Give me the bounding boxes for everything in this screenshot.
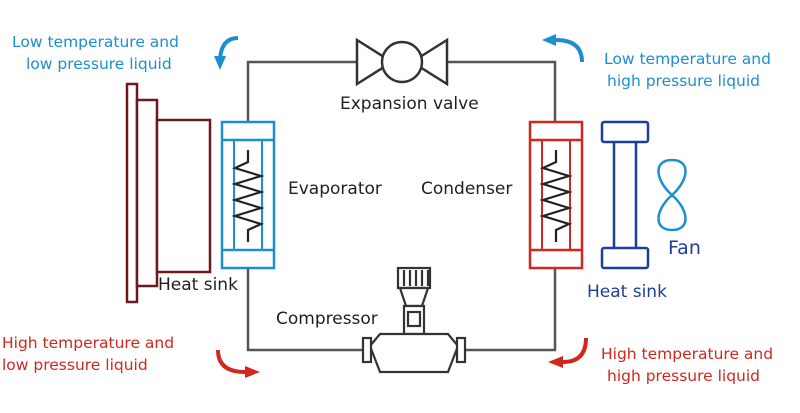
evaporator-icon xyxy=(220,120,276,270)
flow-arrow-bottom-left xyxy=(216,349,260,378)
label-heat-sink-left: Heat sink xyxy=(158,275,238,295)
label-condenser: Condenser xyxy=(421,179,513,199)
label-bottom-left-line1: High temperature and xyxy=(2,334,175,352)
heat-sink-right-icon xyxy=(600,120,650,270)
heat-sink-left-icon xyxy=(125,82,212,304)
label-compressor: Compressor xyxy=(276,309,378,329)
expansion-valve-icon xyxy=(355,37,449,87)
label-bottom-right-line2: high pressure liquid xyxy=(607,367,761,385)
label-top-left-line1: Low temperature and xyxy=(12,33,179,51)
flow-arrow-bottom-right xyxy=(548,337,588,368)
flow-arrow-top-right xyxy=(542,34,584,63)
label-expansion-valve: Expansion valve xyxy=(340,94,479,114)
compressor-icon xyxy=(361,266,467,374)
flow-arrow-top-left xyxy=(214,36,239,70)
label-fan: Fan xyxy=(668,237,701,259)
fan-icon xyxy=(657,158,687,232)
label-top-right-line2: high pressure liquid xyxy=(607,72,761,90)
label-top-right-line1: Low temperature and xyxy=(604,50,771,68)
label-bottom-right-line1: High temperature and xyxy=(601,345,774,363)
label-bottom-left-line2: low pressure liquid xyxy=(2,356,148,374)
label-top-left-line2: low pressure liquid xyxy=(26,55,172,73)
label-heat-sink-right: Heat sink xyxy=(587,282,667,302)
label-evaporator: Evaporator xyxy=(288,179,382,199)
condenser-icon xyxy=(528,120,584,270)
